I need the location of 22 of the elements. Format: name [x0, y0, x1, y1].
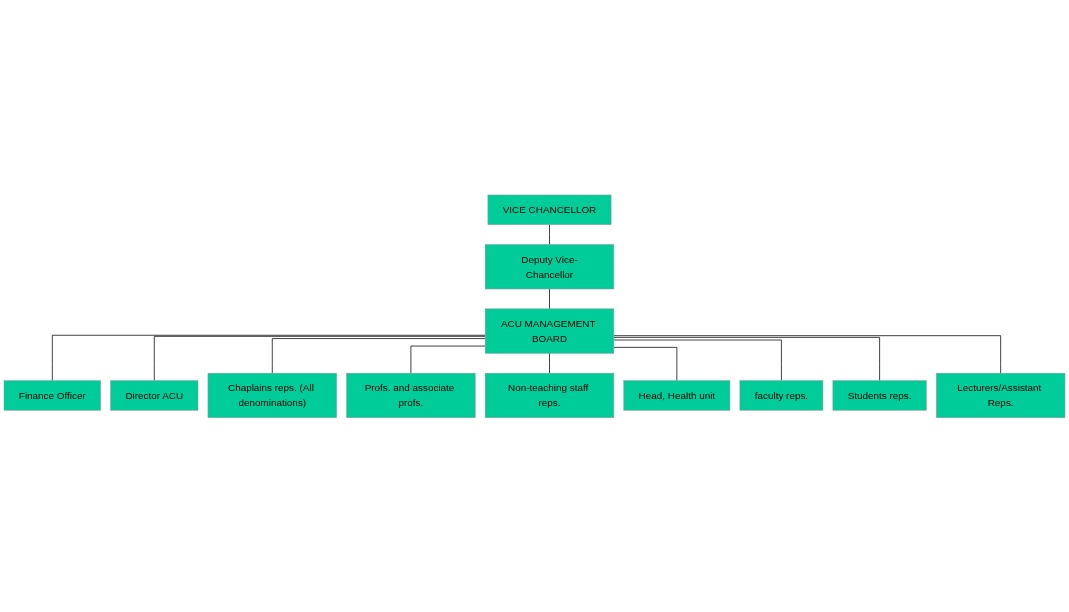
node-box: Students reps.: [832, 380, 927, 411]
connector: [549, 288, 550, 309]
connector: [549, 352, 550, 374]
node-box: Chaplains reps. (All denominations): [207, 372, 337, 418]
node-box: Director ACU: [110, 380, 199, 411]
connector: [51, 334, 486, 381]
node-box: faculty reps.: [739, 380, 824, 411]
connector: [613, 334, 1001, 374]
node-box: VICE CHANCELLOR: [487, 194, 612, 225]
node-box: Head, Health unit: [623, 380, 731, 411]
node-box: Finance Officer: [3, 380, 101, 411]
connector: [153, 335, 486, 381]
node-box: ACU MANAGEMENT BOARD: [484, 308, 615, 354]
node-box: Deputy Vice-Chancellor: [484, 243, 615, 289]
connector: [613, 339, 782, 381]
node-box: Lecturers/Assistant Reps.: [936, 372, 1066, 418]
connector: [271, 337, 486, 374]
connector: [613, 346, 678, 381]
connector: [613, 336, 880, 381]
connector: [549, 223, 550, 245]
node-box: Non-teaching staff reps.: [484, 372, 615, 418]
node-box: Profs. and associate profs.: [346, 372, 476, 418]
